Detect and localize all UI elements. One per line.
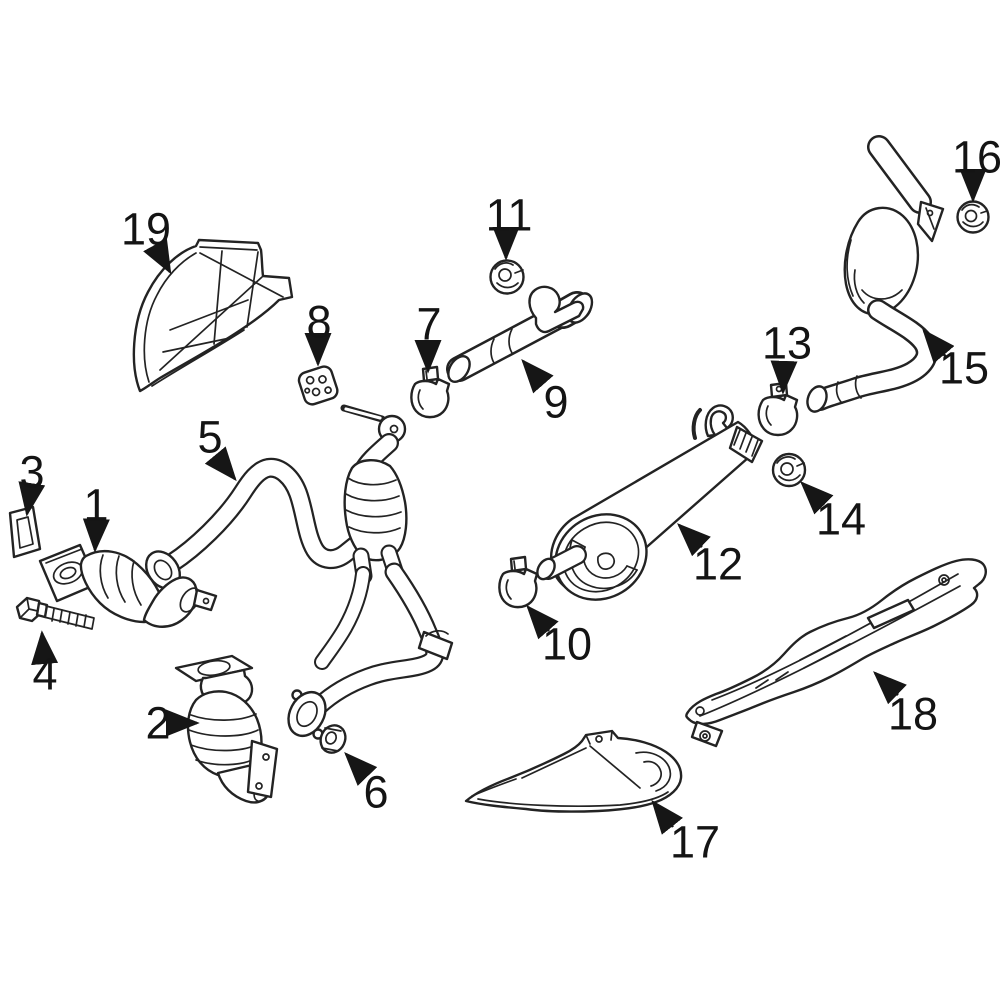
callout-15-label: 15 [939,343,989,394]
callout-6-arrow [344,752,378,786]
part-18-heat-shield [685,558,987,748]
part-6-flange-nut [319,724,347,754]
callout-10-arrow [526,604,559,640]
part-4-bolt [15,596,95,630]
callout-1-label: 1 [83,480,108,531]
part-15-tailpipe [806,135,945,413]
callout-19-arrow [143,238,172,275]
part-17-heat-shield [464,729,683,813]
part-11-hanger-insulator [489,259,525,295]
callout-4-arrow [31,630,59,666]
callout-13-arrow [770,360,798,395]
callout-7-label: 7 [416,299,441,350]
callout-5-label: 5 [197,412,222,463]
callout-18-label: 18 [888,689,938,740]
callout-10-label: 10 [542,619,592,670]
callout-16-label: 16 [952,132,1000,183]
callout-1-arrow [82,518,110,553]
callout-19-label: 19 [121,204,171,255]
part-10-clamp [498,555,539,609]
callout-3-arrow [18,481,46,517]
part-9-resonator-pipe [446,285,594,383]
callout-6-label: 6 [363,767,388,818]
callout-5-arrow [204,446,237,482]
part-7-clamp [410,365,451,419]
part-1-catalytic-converter [38,543,218,628]
part-14-hanger-insulator [771,452,807,488]
part-5-crossover-pipe [144,404,454,740]
part-12-muffler [536,404,764,601]
callout-9-label: 9 [543,377,568,428]
part-13-clamp [757,381,799,437]
part-19-heat-shield [132,238,294,393]
callout-15-arrow [922,328,955,364]
callout-11-label: 11 [486,190,533,241]
part-2-catalytic-converter [174,654,279,804]
callout-17-label: 17 [670,817,720,868]
callout-18-arrow [873,671,907,705]
callout-9-arrow [521,358,554,394]
callout-14-arrow [800,481,834,515]
callout-12-label: 12 [693,539,743,590]
callout-17-arrow [651,799,683,835]
callout-8-label: 8 [306,297,331,348]
callout-2-label: 2 [145,698,170,749]
part-3-gasket [8,505,42,559]
part-16-hanger-insulator [956,200,990,234]
part-8-insulator [297,365,339,406]
callout-12-arrow [677,523,711,557]
callout-4-label: 4 [32,649,57,700]
callout-14-label: 14 [816,494,866,545]
callout-3-label: 3 [19,447,44,498]
callout-13-label: 13 [762,318,812,369]
